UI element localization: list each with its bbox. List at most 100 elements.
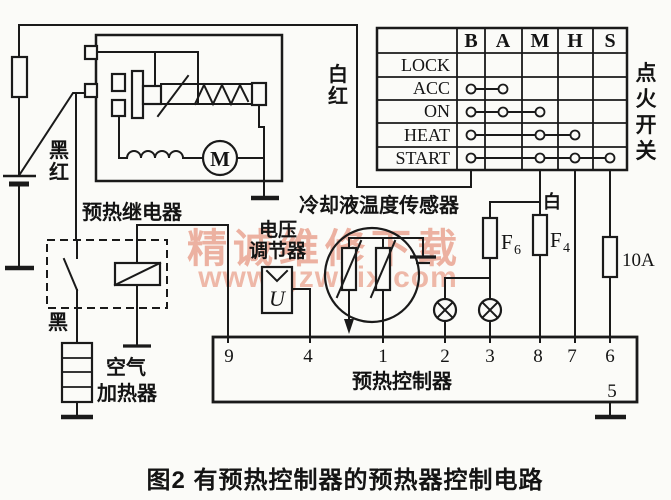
voltage-regulator-label-2: 调节器 — [249, 240, 307, 262]
air-heater: 空气 加热器 — [60, 341, 158, 420]
col-header-M: M — [531, 30, 550, 52]
table-frame — [375, 26, 629, 172]
black-red-label-2: 红 — [49, 160, 69, 184]
f6-feed-wire — [489, 201, 541, 219]
fuse-f6 — [481, 216, 499, 260]
fuse-f4-label: F — [550, 228, 562, 252]
relay-fixed-contact-upper — [110, 72, 127, 93]
contact-dot — [497, 83, 509, 95]
white-wire-label: 白 — [543, 191, 561, 212]
regulator-chevron — [265, 269, 289, 283]
black-red-label-1: 黑 — [49, 139, 69, 162]
terminal-8: 8 — [533, 346, 543, 367]
preheat-controller-label: 预热控制器 — [352, 369, 453, 393]
battery-branch: 黑 红 — [3, 24, 358, 271]
lamp-branch-wire — [444, 277, 491, 300]
thermistor-left-slash — [335, 239, 363, 299]
white-red-label-2: 红 — [328, 84, 348, 108]
sensor-arrowhead — [344, 319, 354, 334]
col-header-S: S — [604, 30, 615, 52]
col-header-B: B — [464, 30, 477, 52]
ignition-switch-label-2: 火 — [636, 88, 657, 111]
coolant-sensor-label: 冷却液温度传感器 — [299, 193, 460, 217]
col-header-H: H — [567, 30, 583, 52]
ignition-switch-table: B A M H S LOCK ACC ON HEAT START 点 火 开 关 — [375, 26, 657, 172]
coolant-sensor: 冷却液温度传感器 — [299, 193, 460, 343]
relay-armature-bar — [130, 69, 145, 120]
relay-coil-feed-wire — [118, 115, 128, 159]
switch-arm — [62, 257, 79, 292]
contact-dot — [497, 106, 509, 118]
regulator-to-terminal4-wire — [291, 288, 311, 343]
white-red-label-1: 白 — [328, 62, 348, 86]
preheat-relay-box — [94, 33, 284, 183]
col-header-A: A — [496, 30, 511, 52]
fuse-f4-sub: 4 — [563, 241, 570, 256]
relay-terminal-tab-top — [83, 44, 99, 61]
terminal-9: 9 — [224, 346, 234, 367]
row-label-lock: LOCK — [401, 55, 450, 75]
air-heater-label-1: 空气 — [106, 355, 146, 379]
terminal-4: 4 — [303, 346, 313, 367]
contact-dot — [604, 152, 616, 164]
fuse-f6-branch: F 6 — [432, 201, 541, 343]
terminal-3: 3 — [485, 346, 495, 367]
supply-top-wire — [18, 24, 358, 58]
voltage-regulator: 电压 调节器 U — [249, 218, 311, 343]
sensor-body-circle — [323, 226, 421, 324]
terminal-2: 2 — [440, 346, 450, 367]
black-wire-label: 黑 — [48, 311, 68, 334]
contact-dot — [569, 152, 581, 164]
terminal-5: 5 — [607, 381, 617, 402]
lamp-cross — [480, 300, 500, 320]
ignition-switch-label-4: 关 — [636, 139, 657, 163]
ignition-switch-label-3: 开 — [636, 114, 657, 137]
sensor-common-wire — [348, 237, 424, 256]
contact-dot — [569, 129, 581, 141]
relay-moving-contact-slash — [156, 74, 190, 118]
relay-coil-winding — [125, 150, 204, 160]
thermistor-right-slash — [369, 239, 397, 299]
relay-resistor-zigzag — [193, 82, 250, 107]
fuse-f4-branch: 白 F 4 — [531, 169, 570, 343]
ignition-switch-label-1: 点 — [636, 61, 657, 85]
contact-dot — [534, 106, 546, 118]
fuse-f6-label: F — [501, 230, 513, 254]
contact-dot — [465, 129, 477, 141]
coil-diagonal — [113, 261, 162, 287]
relay-block-ground-wire — [258, 104, 265, 197]
motor-symbol-letter: M — [210, 147, 230, 171]
relay-inner-top-wire — [96, 51, 199, 104]
relay-armature-stem — [141, 84, 163, 106]
contact-dot — [465, 83, 477, 95]
row-label-heat: HEAT — [404, 125, 450, 145]
black-red-wire — [18, 92, 87, 176]
row-label-acc: ACC — [413, 78, 450, 98]
main-line-fuse — [10, 55, 29, 99]
fuse-10a — [601, 235, 619, 279]
row-label-on: ON — [424, 101, 450, 121]
regulator-symbol: U — [269, 286, 287, 311]
relay-fixed-contact-lower — [110, 98, 127, 118]
lamp-cross — [435, 300, 455, 320]
coil-to-terminal9-wire — [136, 224, 229, 343]
voltage-regulator-label-1: 电压 — [259, 218, 297, 241]
terminal-6: 6 — [605, 346, 615, 367]
contact-dot — [465, 152, 477, 164]
heater-relay: 黑 — [46, 94, 229, 348]
preheat-controller: 9 4 1 2 3 8 7 6 预热控制器 5 — [211, 335, 639, 420]
fuse-10a-branch: 10A — [601, 169, 655, 343]
preheat-controller-box — [211, 335, 639, 404]
preheat-relay: M 预热继电器 — [82, 33, 284, 224]
heater-relay-dashed-box — [46, 239, 168, 309]
contact-dot — [465, 106, 477, 118]
preheat-relay-label: 预热继电器 — [82, 200, 183, 224]
white-red-branch: 白 红 — [328, 24, 472, 188]
row-label-start: START — [396, 148, 450, 168]
contact-dot — [534, 152, 546, 164]
fuse-10a-label: 10A — [622, 250, 655, 271]
relay-right-block — [250, 81, 268, 107]
contact-dot — [534, 129, 546, 141]
